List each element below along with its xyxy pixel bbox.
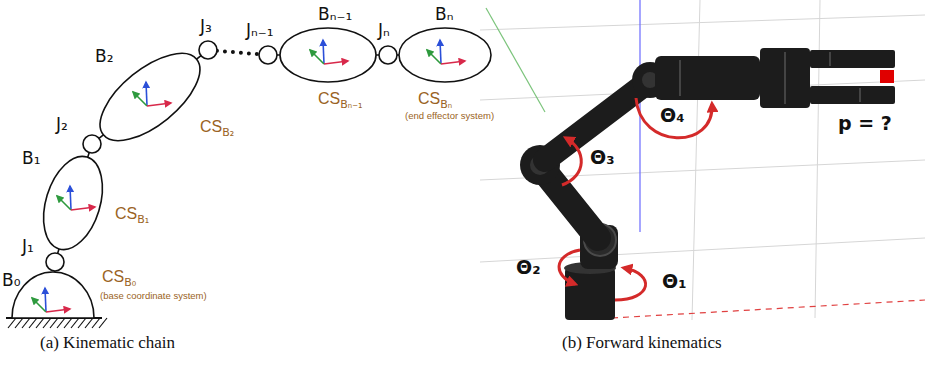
hatch-stroke	[78, 318, 86, 328]
part-label: J₃	[200, 16, 212, 36]
end-effector-body: BₙCSBₙ(end effector system)	[399, 28, 491, 82]
base-body: B₀CSB₀(base coordinate system)	[12, 272, 94, 318]
coordinate-axes	[57, 186, 95, 210]
subscript: Bₙ₋₁	[340, 98, 362, 111]
point-label: p = ?	[838, 112, 892, 134]
part-label: Bₙ	[435, 4, 453, 24]
joint-outline	[379, 46, 397, 64]
note-text: (end effector system)	[405, 110, 494, 121]
link-body: B₁CSB₁	[35, 150, 111, 256]
node-outline	[199, 41, 217, 59]
node-outline	[280, 28, 376, 82]
node-outline	[399, 28, 491, 82]
figure-caption: (a) Kinematic chain	[40, 333, 175, 353]
angle-arc	[559, 98, 712, 300]
hatch-stroke	[57, 318, 65, 328]
link-body: B₂CSB₂	[95, 52, 205, 142]
node-outline	[35, 150, 111, 256]
hatch-stroke	[92, 318, 100, 328]
hatch-stroke	[50, 318, 58, 328]
axis-line	[612, 300, 925, 318]
joint-outline	[199, 41, 217, 59]
subscript: Bₙ	[440, 98, 452, 111]
hatch-stroke	[8, 318, 16, 328]
coordinate-axes	[427, 40, 465, 64]
angle-label: Θ₃	[590, 146, 614, 168]
part-label: Jₙ₋₁	[246, 20, 274, 40]
joint-connector	[99, 135, 103, 139]
link-body: Bₙ₋₁CSBₙ₋₁	[280, 28, 376, 82]
end-point-marker	[880, 70, 894, 83]
coordinate-system-label: CS	[318, 90, 340, 108]
subscript: B₂	[222, 126, 234, 139]
part-label: J₁	[22, 236, 34, 256]
angle-label: Θ₂	[516, 256, 540, 278]
hatch-stroke	[71, 318, 79, 328]
note-text: (base coordinate system)	[100, 290, 207, 301]
axis-line	[486, 8, 545, 112]
coordinate-system-label: CS	[200, 118, 222, 136]
node-outline	[83, 135, 101, 153]
hatch-stroke	[64, 318, 72, 328]
coordinate-system-label: CS	[102, 268, 124, 286]
part-label: B₁	[22, 148, 40, 168]
angle-label: Θ₁	[662, 270, 686, 292]
body-outline	[33, 149, 113, 257]
subscript: B₀	[124, 276, 136, 289]
joint-circle: J₁	[46, 253, 64, 271]
joint-circle: Jₙ	[379, 46, 397, 64]
coordinate-axes	[310, 40, 348, 64]
ground-hatching	[6, 318, 107, 328]
hatch-stroke	[36, 318, 44, 328]
body-outline	[399, 28, 491, 82]
part-label: B₀	[2, 270, 20, 290]
part-label: Jₙ	[378, 20, 390, 40]
joint-outline	[46, 253, 64, 271]
hatch-stroke	[43, 318, 51, 328]
hatch-stroke	[22, 318, 30, 328]
joint-circle: Jₙ₋₁	[259, 46, 277, 64]
coordinate-system-label: CS	[418, 90, 440, 108]
body-outline	[86, 37, 214, 156]
joint-outline	[83, 135, 101, 153]
scene-grid	[480, 0, 925, 320]
node-outline	[379, 46, 397, 64]
ellipsis-connector	[217, 51, 259, 55]
hatch-stroke	[15, 318, 23, 328]
robot-arm	[520, 48, 895, 320]
joint-connector	[197, 56, 201, 60]
joint-circle: J₃	[199, 41, 217, 59]
part-label: Bₙ₋₁	[318, 4, 352, 24]
body-outline	[280, 28, 376, 82]
figure-caption: (b) Forward kinematics	[562, 333, 722, 353]
joint-circle: J₂	[83, 135, 101, 153]
node-outline	[259, 46, 277, 64]
node-outline	[46, 253, 64, 271]
coordinate-axes	[133, 82, 171, 106]
base-dome	[12, 272, 94, 318]
coordinate-system-label: CS	[115, 205, 137, 223]
hatch-stroke	[85, 318, 93, 328]
hatch-stroke	[99, 318, 107, 328]
subscript: B₁	[137, 213, 149, 226]
angle-label: Θ₄	[660, 104, 684, 126]
part-label: B₂	[95, 46, 113, 66]
part-label: J₂	[56, 114, 68, 134]
coordinate-axes	[32, 288, 70, 312]
node-outline	[12, 272, 94, 318]
hatch-stroke	[29, 318, 37, 328]
joint-outline	[259, 46, 277, 64]
